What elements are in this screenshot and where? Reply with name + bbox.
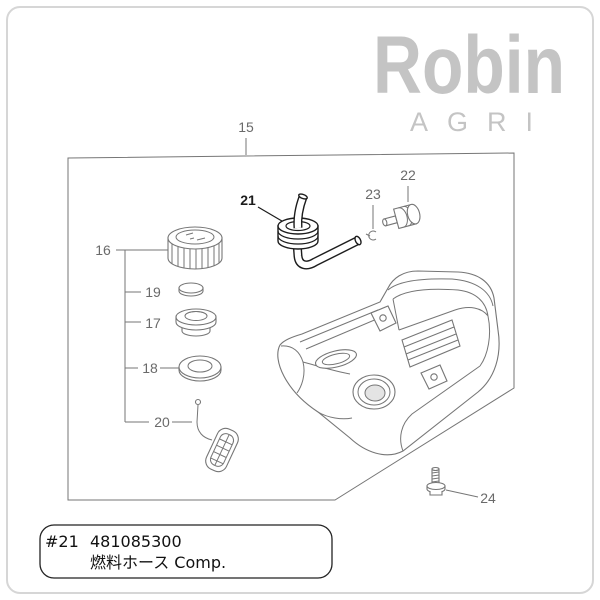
callout-24: 24 [480,490,496,506]
part-21-fuel-hose [277,193,362,270]
fuel-cap-grip-ridges [171,243,220,269]
hose-upper-end [298,193,308,200]
fuel-tank-mount-hole-left [379,314,387,322]
caption-part-name: 燃料ホース Comp. [90,553,226,572]
part-23-clip [365,230,377,241]
fuel-tank-mount-hole-right [430,373,438,381]
fuel-cap-top-ring [175,229,215,245]
strainer-mesh [210,434,233,466]
strainer-wire-end [194,398,202,406]
bolt-threads [431,471,440,483]
part-16-fuel-cap [167,226,223,270]
fuel-tank-recess [314,349,358,369]
fuel-tank [277,270,500,456]
washer-hole [187,359,213,373]
part-18-washer [178,355,222,382]
caption-part-number: 481085300 [90,532,182,551]
callout-20: 20 [154,414,170,430]
fuel-tank-grill-bars [403,326,459,361]
assembly-15-boundary [67,152,515,501]
bolt-washer [426,481,446,491]
fitting-end-face [406,203,421,225]
callout-21: 21 [240,192,256,208]
insert-flange-top [175,308,217,326]
hose-lower-end [354,235,362,246]
caption-box [39,524,333,579]
bolt-tip [431,466,440,472]
fuel-tank-recess-inner [321,352,351,366]
part-20-fuel-strainer [194,398,239,473]
part-19-disc [178,282,204,297]
hose-lower-core [293,238,359,269]
fuel-tank-filler-ring [357,378,391,406]
callout-18: 18 [142,360,158,376]
callout-22: 22 [400,167,416,183]
insert-hole-wall [184,311,208,317]
bolt-head [429,491,443,496]
clip-shape [365,230,377,241]
callout-15: 15 [238,119,254,135]
callout-19: 19 [145,284,161,300]
washer-face [178,355,222,379]
image-frame [6,6,594,594]
fuel-tank-body [277,270,500,456]
fuel-cap-top-markings [185,232,206,241]
part-22-fitting [382,203,421,230]
callout-23: 23 [365,186,381,202]
part-caption: #21 481085300 燃料ホース Comp. [39,524,333,579]
strainer-wire [196,404,213,441]
caption-ref: #21 [45,532,79,551]
callout-16: 16 [95,242,111,258]
callout-17: 17 [145,315,161,331]
brand-logo-subtitle: AGRI [410,107,552,137]
strainer-body [205,427,239,473]
brand-logo: Robin [373,20,565,111]
disc-top [178,282,204,294]
callout-24-leader [445,489,479,498]
grommet-ridges [277,230,319,245]
fuel-tank-filler-opening [364,384,386,402]
part-24-bolt [426,466,446,496]
part-17-cap-insert [175,308,217,337]
fitting-nozzle-tip [382,218,388,227]
